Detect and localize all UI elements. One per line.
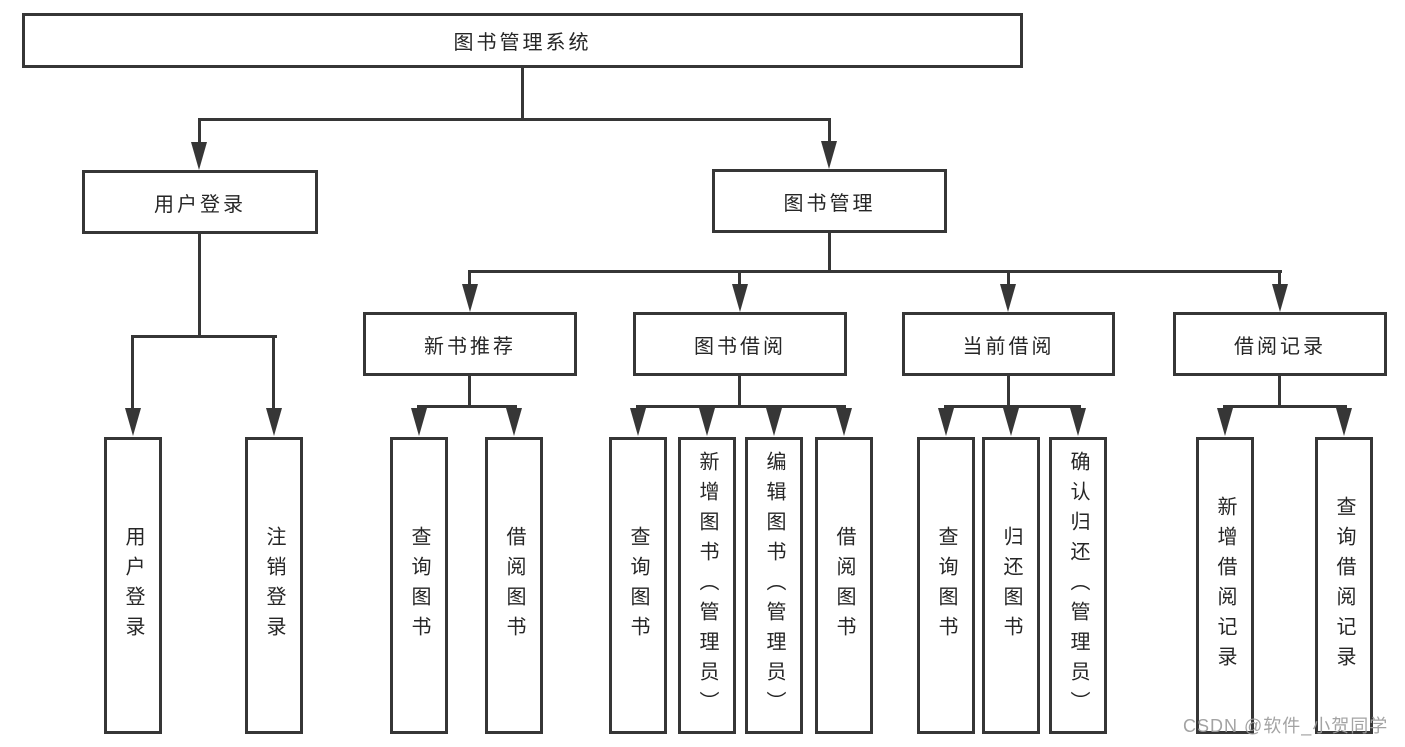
leaf-logout-label: 注销登录 <box>263 525 285 646</box>
connector-management-bar <box>468 270 1282 273</box>
arrow-borrow-add <box>699 408 715 436</box>
connector-stem-to-recommend <box>468 270 471 288</box>
arrow-current-return <box>1003 408 1019 436</box>
arrow-to-user-login <box>191 142 207 170</box>
node-user-login: 用户登录 <box>82 170 318 234</box>
node-book-management: 图书管理 <box>712 169 947 233</box>
connector-records-bar <box>1223 405 1347 408</box>
arrow-records-add <box>1217 408 1233 436</box>
node-root: 图书管理系统 <box>22 13 1023 68</box>
leaf-add-borrow-record: 新增借阅记录 <box>1196 437 1254 734</box>
connector-stem-to-borrow <box>738 270 741 288</box>
leaf-add-borrow-record-label: 新增借阅记录 <box>1214 495 1236 676</box>
leaf-query-borrow-record-label: 查询借阅记录 <box>1333 495 1355 676</box>
arrow-borrow-query <box>630 408 646 436</box>
leaf-current-query-books-label: 查询图书 <box>935 525 957 646</box>
leaf-query-borrow-record: 查询借阅记录 <box>1315 437 1373 734</box>
arrow-leaf-logout <box>266 408 282 436</box>
leaf-confirm-return-admin: 确认归还（管理员） <box>1049 437 1107 734</box>
arrow-current-confirm <box>1070 408 1086 436</box>
connector-current-stem <box>1007 376 1010 408</box>
leaf-confirm-return-admin-label: 确认归还（管理员） <box>1067 450 1089 721</box>
connector-root-stem <box>521 68 524 121</box>
leaf-return-books: 归还图书 <box>982 437 1040 734</box>
leaf-borrow-books-label: 借阅图书 <box>833 525 855 646</box>
leaf-user-login-label: 用户登录 <box>122 525 144 646</box>
arrow-records-query <box>1336 408 1352 436</box>
node-current-borrow: 当前借阅 <box>902 312 1115 376</box>
connector-management-stem <box>828 233 831 273</box>
connector-records-stem <box>1278 376 1281 408</box>
leaf-recommend-query-books-label: 查询图书 <box>408 525 430 646</box>
leaf-recommend-query-books: 查询图书 <box>390 437 448 734</box>
csdn-watermark: CSDN @软件_小贺同学 <box>1183 716 1389 736</box>
connector-login-stem <box>198 234 201 338</box>
leaf-recommend-borrow-books-label: 借阅图书 <box>503 525 525 646</box>
leaf-borrow-books: 借阅图书 <box>815 437 873 734</box>
connector-stem-leaf-user-login <box>131 335 134 412</box>
node-new-book-recommend: 新书推荐 <box>363 312 577 376</box>
leaf-add-books-admin: 新增图书（管理员） <box>678 437 736 734</box>
connector-recommend-stem <box>468 376 471 408</box>
leaf-edit-books-admin-label: 编辑图书（管理员） <box>763 450 785 721</box>
connector-borrow-stem <box>738 376 741 408</box>
leaf-current-query-books: 查询图书 <box>917 437 975 734</box>
node-book-borrow: 图书借阅 <box>633 312 847 376</box>
connector-stem-to-current <box>1007 270 1010 288</box>
connector-recommend-bar <box>417 405 517 408</box>
leaf-recommend-borrow-books: 借阅图书 <box>485 437 543 734</box>
leaf-return-books-label: 归还图书 <box>1000 525 1022 646</box>
arrow-leaf-user-login <box>125 408 141 436</box>
leaf-add-books-admin-label: 新增图书（管理员） <box>696 450 718 721</box>
connector-stem-to-records <box>1278 270 1281 288</box>
arrow-to-borrow <box>732 284 748 312</box>
connector-stem-leaf-logout <box>272 335 275 412</box>
connector-root-bar <box>198 118 831 121</box>
connector-stem-to-user-login <box>198 118 201 146</box>
leaf-logout: 注销登录 <box>245 437 303 734</box>
connector-stem-to-book-management <box>828 118 831 145</box>
connector-current-bar <box>944 405 1081 408</box>
leaf-user-login: 用户登录 <box>104 437 162 734</box>
leaf-borrow-query-books-label: 查询图书 <box>627 525 649 646</box>
arrow-recommend-borrow <box>506 408 522 436</box>
arrow-recommend-query <box>411 408 427 436</box>
node-borrow-records: 借阅记录 <box>1173 312 1387 376</box>
arrow-current-query <box>938 408 954 436</box>
arrow-to-recommend <box>462 284 478 312</box>
arrow-borrow-borrow <box>836 408 852 436</box>
connector-borrow-bar <box>636 405 846 408</box>
leaf-edit-books-admin: 编辑图书（管理员） <box>745 437 803 734</box>
arrow-to-current <box>1000 284 1016 312</box>
leaf-borrow-query-books: 查询图书 <box>609 437 667 734</box>
arrow-borrow-edit <box>766 408 782 436</box>
arrow-to-records <box>1272 284 1288 312</box>
arrow-to-book-management <box>821 141 837 169</box>
connector-login-bar <box>131 335 277 338</box>
